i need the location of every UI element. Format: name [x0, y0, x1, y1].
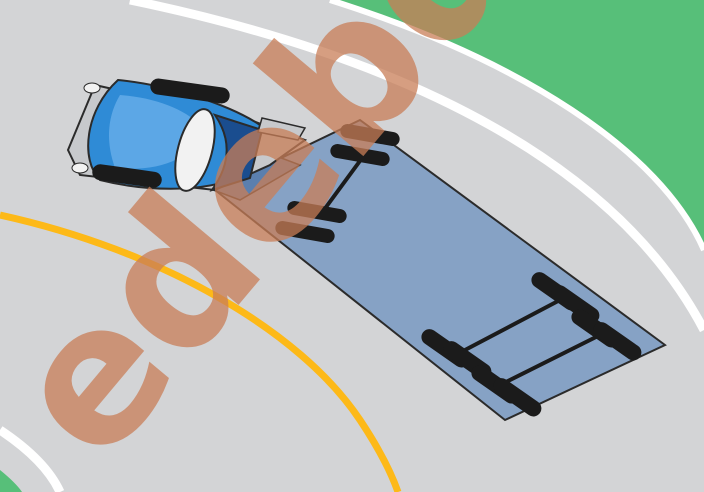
headlight — [72, 163, 88, 173]
headlight — [84, 83, 100, 93]
